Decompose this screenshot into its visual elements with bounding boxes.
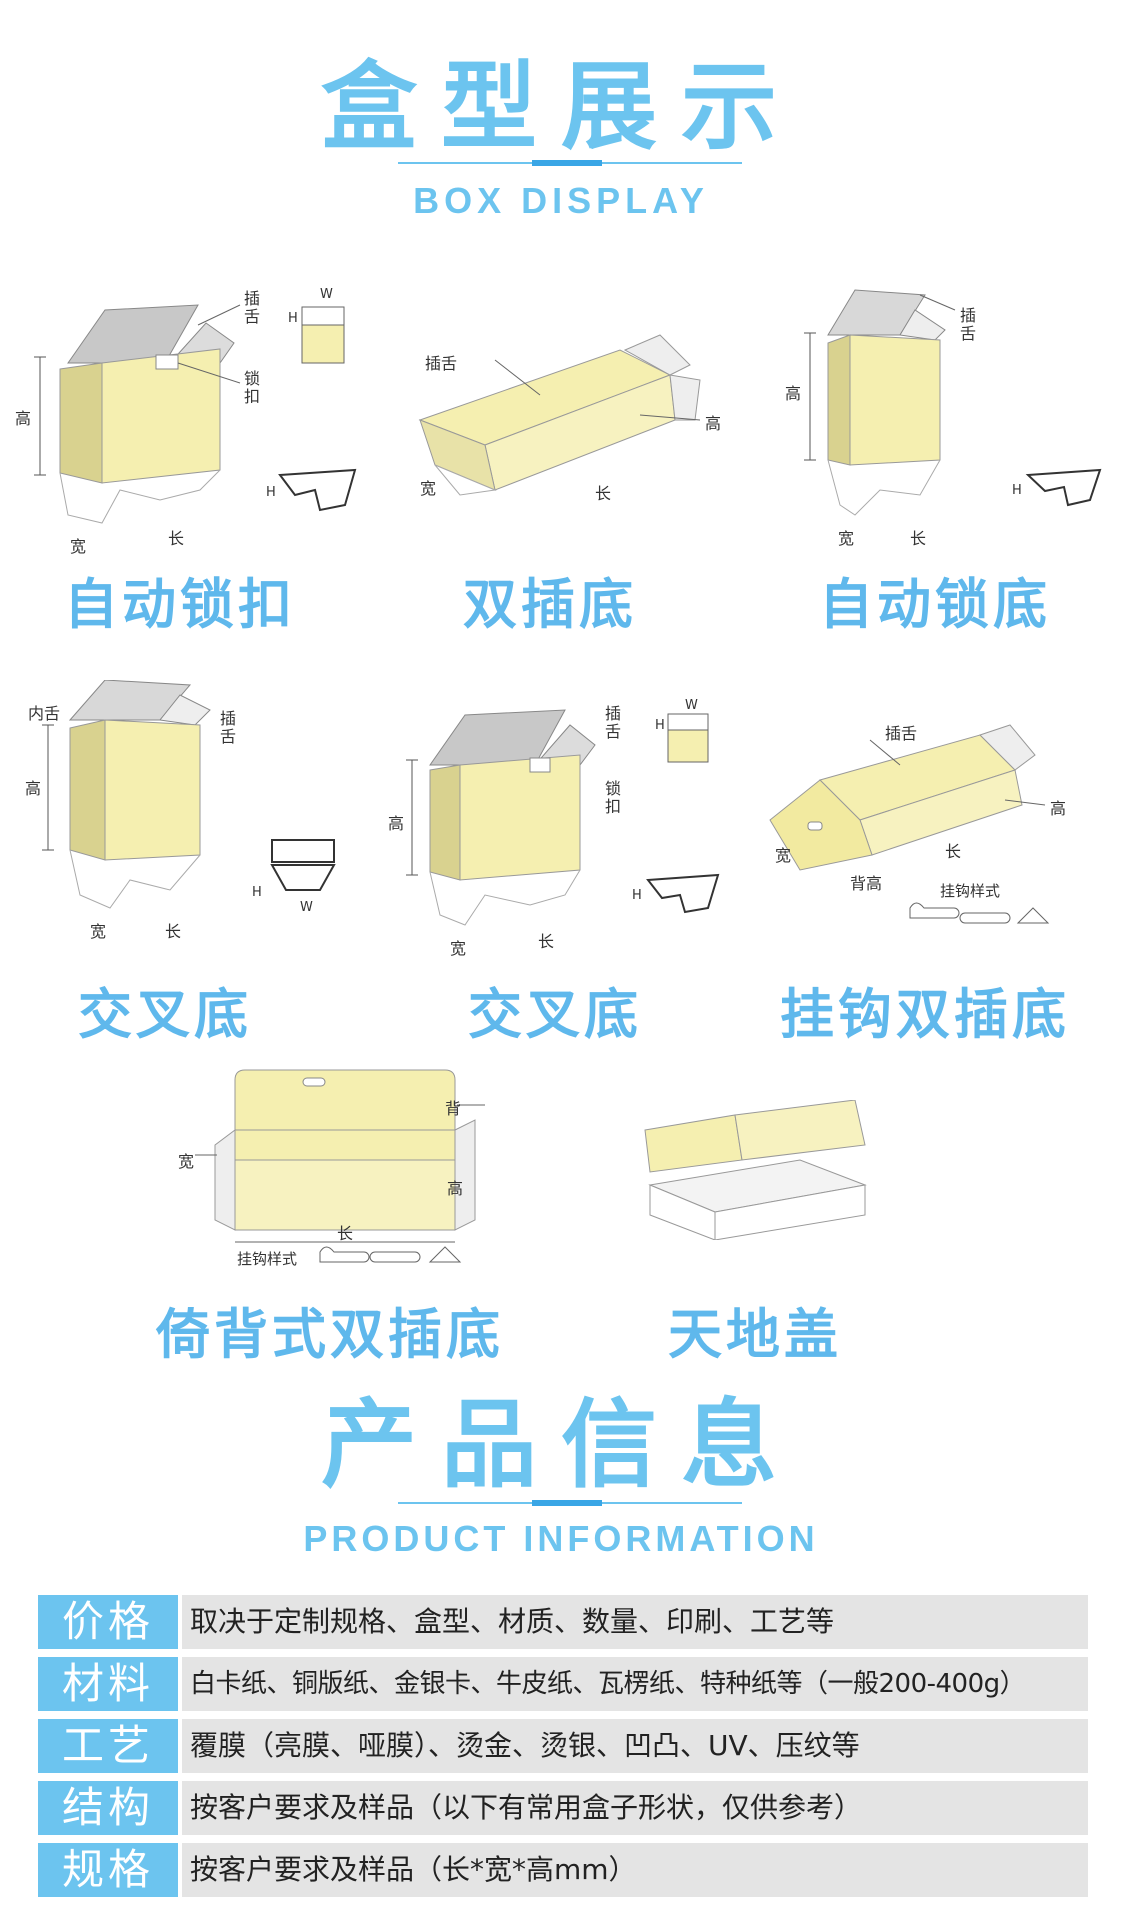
width-label: 宽 [70,537,87,556]
length-label: 长 [595,484,612,503]
info-row-material: 材料 白卡纸、铜版纸、金银卡、牛皮纸、瓦楞纸、特种纸等（一般200-400g） [38,1657,1088,1711]
length-label: 长 [337,1224,354,1243]
width-label: 宽 [450,939,467,958]
h-label: H [288,311,298,326]
w-label: W [685,698,698,713]
width-label: 宽 [775,846,792,865]
lock-label: 锁扣 [605,779,622,816]
box-label-auto-lock: 自动锁扣 [64,573,296,636]
tuck-label: 插舌 [244,289,261,326]
tuck-label: 插舌 [885,724,918,743]
info-value: 取决于定制规格、盒型、材质、数量、印刷、工艺等 [182,1595,1088,1649]
box-item-double-tuck: 插舌 高 宽 长 [400,320,730,540]
info-key: 规格 [38,1843,178,1897]
width-label: 宽 [420,479,437,498]
box-display-title: 盒型展示 [321,51,801,163]
tuck-label: 插舌 [960,306,977,343]
box-item-auto-lock: 插舌 锁扣 高 宽 长 W H H [10,285,370,556]
tuck-label: 插舌 [220,709,237,746]
box-label-hook-double-tuck: 挂钩双插底 [780,983,1070,1046]
h-label: H [252,885,262,900]
cross-bottom-box-diagram [42,680,336,909]
info-row-structure: 结构 按客户要求及样品（以下有常用盒子形状，仅供参考） [38,1781,1088,1835]
info-value: 按客户要求及样品（以下有常用盒子形状，仅供参考） [182,1781,1088,1835]
info-row-price: 价格 取决于定制规格、盒型、材质、数量、印刷、工艺等 [38,1595,1088,1649]
info-key: 材料 [38,1657,178,1711]
w-label: W [300,900,313,915]
hang-style-label: 挂钩样式 [237,1250,298,1268]
backing-double-tuck-box-diagram [195,1069,485,1263]
h-label-bottom: H [266,485,276,500]
length-label: 长 [945,842,962,861]
lock-label: 锁扣 [244,369,261,406]
info-key: 价格 [38,1595,178,1649]
cross-bottom-lock-box-diagram [406,709,720,926]
info-value: 覆膜（亮膜、哑膜）、烫金、烫银、凹凸、UV、压纹等 [182,1719,1088,1773]
height-label: 高 [25,779,42,798]
tuck-label: 插舌 [425,354,458,373]
box-label-cross-bottom-1: 交叉底 [78,983,252,1046]
length-label: 长 [910,529,927,548]
tuck-label: 插舌 [605,704,622,741]
box-label-auto-lock-bottom: 自动锁底 [819,573,1051,636]
back-label: 背 [445,1099,462,1118]
length-label: 长 [168,529,185,548]
info-row-spec: 规格 按客户要求及样品（长*宽*高mm） [38,1843,1088,1897]
box-item-backing-double-tuck: 背 高 宽 长 挂钩样式 [175,1060,495,1270]
box-item-cross-bottom-1: 内舌 插舌 高 宽 长 H W [20,680,350,950]
product-info-subtitle: PRODUCT INFORMATION [303,1518,819,1559]
title-rule-accent [532,160,602,166]
auto-lock-bottom-box-diagram [804,289,1102,516]
auto-lock-box-diagram [34,304,357,524]
h-label-bottom: H [632,888,642,903]
box-label-double-tuck: 双插底 [463,573,637,636]
box-label-cross-bottom-2: 交叉底 [468,983,642,1046]
height-label: 高 [705,414,722,433]
w-label: W [320,287,333,302]
info-value: 白卡纸、铜版纸、金银卡、牛皮纸、瓦楞纸、特种纸等（一般200-400g） [182,1657,1088,1711]
height-label: 高 [388,814,405,833]
info-row-craft: 工艺 覆膜（亮膜、哑膜）、烫金、烫银、凹凸、UV、压纹等 [38,1719,1088,1773]
height-label: 高 [785,384,802,403]
box-label-lid-base: 天地盖 [668,1303,842,1366]
info-key: 结构 [38,1781,178,1835]
double-tuck-box-diagram [418,334,701,496]
length-label: 长 [538,932,555,951]
box-label-backing-double-tuck: 倚背式双插底 [156,1303,504,1366]
inner-tuck-label: 内舌 [28,704,61,723]
width-label: 宽 [178,1152,195,1171]
back-height-label: 背高 [850,874,883,893]
box-item-hook-double-tuck: 插舌 高 宽 长 背高 挂钩样式 [760,720,1100,950]
box-item-cross-bottom-2: 插舌 锁扣 高 宽 长 W H H [388,698,740,960]
info-title-rule-accent [532,1500,602,1506]
height-label: 高 [15,409,32,428]
length-label: 长 [165,922,182,941]
h-label: H [655,718,665,733]
info-value: 按客户要求及样品（长*宽*高mm） [182,1843,1088,1897]
lid-base-box-diagram [644,1100,867,1240]
height-label: 高 [447,1179,464,1198]
hook-double-tuck-box-diagram [769,724,1050,924]
info-key: 工艺 [38,1719,178,1773]
box-display-subtitle: BOX DISPLAY [413,180,709,221]
hang-style-label: 挂钩样式 [940,882,1001,900]
height-label: 高 [1050,799,1067,818]
box-item-lid-base [640,1100,890,1240]
h-label: H [1012,483,1022,498]
width-label: 宽 [90,922,107,941]
box-item-auto-lock-bottom: 插舌 高 宽 长 H [770,285,1110,555]
width-label: 宽 [838,529,855,548]
product-info-title: 产品信息 [321,1389,801,1501]
